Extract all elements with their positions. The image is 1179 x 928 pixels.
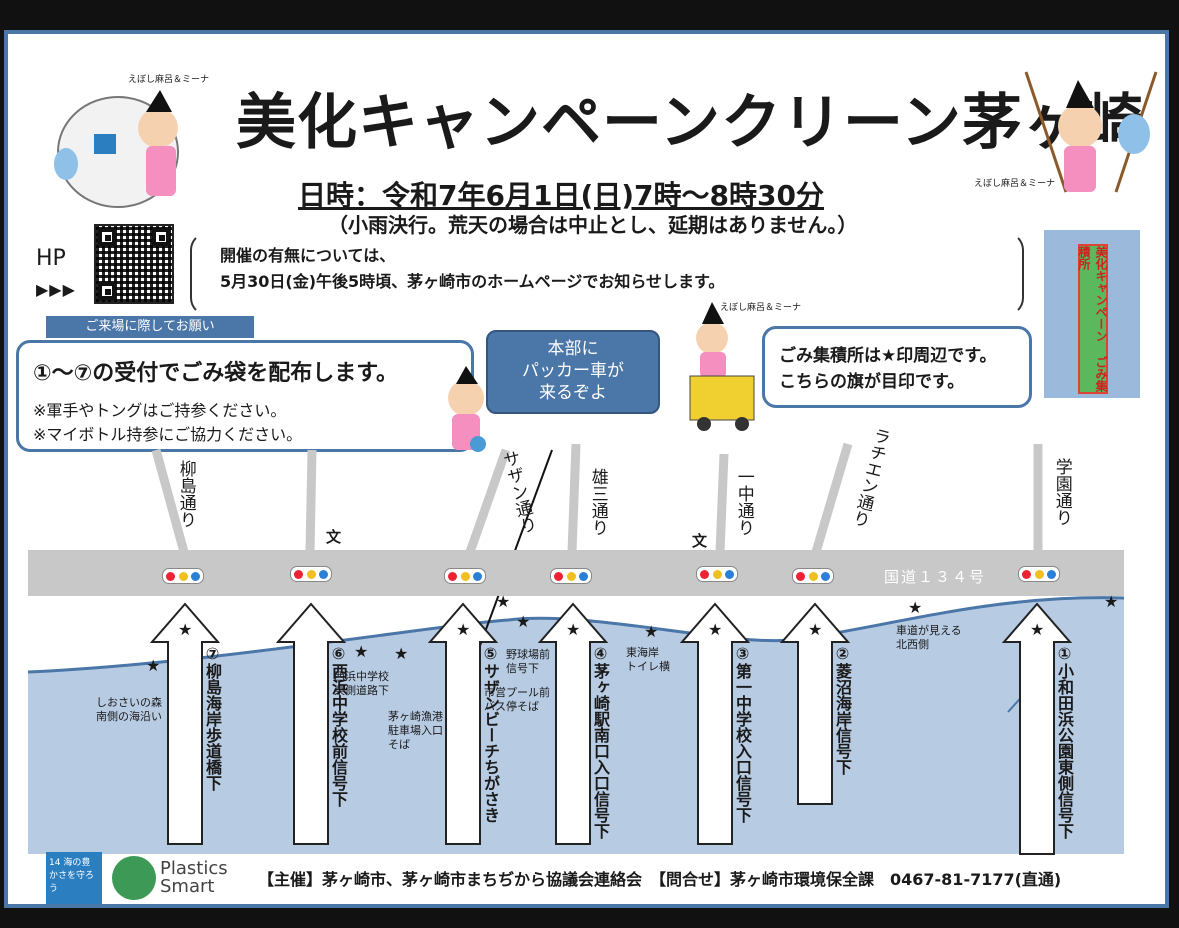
traffic-signal-7: [1018, 566, 1060, 582]
star-icon: ★: [146, 656, 161, 675]
hp-arrows: ▶▶▶: [36, 280, 76, 299]
request-callout: ①～⑦の受付でごみ袋を配布します。 ※軍手やトングはご持参ください。 ※マイボト…: [16, 340, 474, 452]
banner-text: 美化キャンペーン ごみ集積所: [1077, 244, 1108, 394]
marker-toilet: 東海岸トイレ横: [626, 646, 670, 673]
collection-callout: ごみ集積所は★印周辺です。 こちらの旗が目印です。: [762, 326, 1032, 408]
traffic-signal-4: [550, 568, 592, 584]
road-name: 国道１３４号: [884, 568, 987, 586]
school-mark-2: 文: [692, 532, 708, 550]
street-icchu: [715, 453, 729, 553]
character-names-right: えぼし麻呂＆ミーナ: [974, 179, 1056, 189]
character-names-left: えぼし麻呂＆ミーナ: [128, 75, 210, 85]
request-bottle: ※マイボトル持参にご協力ください。: [33, 425, 303, 444]
marker-oasai: しおさいの森南側の海沿い: [96, 696, 162, 723]
mascot-broom-illustration: [1016, 62, 1165, 202]
star-icon: ★: [178, 620, 193, 639]
marker-pool: 市営プール前バス停そば: [484, 686, 550, 713]
street-label-gakuen: 学園通り: [1051, 458, 1072, 526]
notice-line-2: 5月30日(金)午後5時頃、茅ヶ崎市のホームページでお知らせします。: [220, 272, 725, 291]
character-names-truck: えぼし麻呂＆ミーナ: [720, 303, 802, 313]
marker-gyoko: 茅ヶ崎漁港駐車場入口そば: [388, 710, 443, 751]
star-icon: ★: [1030, 620, 1045, 639]
traffic-signal-5: [696, 566, 738, 582]
request-gloves: ※軍手やトングはご持参ください。: [33, 401, 287, 420]
collection-line-1: ごみ集積所は★印周辺です。: [779, 346, 997, 366]
traffic-signal-1: [162, 568, 204, 584]
traffic-signal-3: [444, 568, 486, 584]
star-icon: ★: [516, 612, 531, 631]
star-icon: ★: [394, 644, 409, 663]
coastline: [27, 596, 1125, 674]
star-icon: ★: [644, 622, 659, 641]
banner-photo: 美化キャンペーン ごみ集積所: [1044, 230, 1140, 398]
star-icon: ★: [496, 592, 511, 611]
event-datetime: 日時：令和7年6月1日(日)7時～8時30分: [298, 179, 824, 212]
notice-bracket: [190, 232, 1024, 316]
footer-contact: 【主催】茅ヶ崎市、茅ヶ崎市まちぢから協議会連絡会 【問合せ】茅ヶ崎市環境保全課 …: [258, 870, 1062, 889]
request-main: ①～⑦の受付でごみ袋を配布します。: [33, 361, 399, 386]
star-icon: ★: [566, 620, 581, 639]
star-icon: ★: [1104, 592, 1119, 611]
street-label-yuzo: 雄三通り: [587, 468, 608, 536]
collection-line-2: こちらの旗が目印です。: [779, 372, 965, 392]
marker-nishihama: 西浜中学校東側道路下: [334, 670, 389, 697]
star-icon: ★: [456, 620, 471, 639]
traffic-signal-2: [290, 566, 332, 582]
page-title: 美化キャンペーンクリーン茅ヶ崎: [236, 88, 1145, 158]
sdg-14-icon: 14 海の豊かさを守ろう: [46, 852, 102, 904]
qr-code[interactable]: [94, 224, 174, 304]
marker-yakyu: 野球場前信号下: [506, 648, 550, 675]
street-lachien: [811, 442, 853, 554]
mascot-small-illustration: [438, 364, 498, 464]
street-label-yanagishima: 柳島通り: [175, 460, 196, 528]
street-nishihama: [305, 449, 317, 553]
hp-label: HP: [36, 246, 66, 271]
hq-callout: 本部に パッカー車が 来るぞよ: [486, 330, 660, 414]
star-icon: ★: [908, 598, 923, 617]
star-icon: ★: [708, 620, 723, 639]
street-yanagishima: [151, 448, 189, 554]
star-icon: ★: [808, 620, 823, 639]
truck-illustration: [684, 292, 764, 442]
hq-line-3: 来るぞよ: [539, 383, 607, 403]
mascot-bag-illustration: [48, 72, 198, 222]
star-icon: ★: [354, 642, 369, 661]
rain-note: （小雨決行。荒天の場合は中止とし、延期はありません。）: [328, 213, 858, 237]
street-label-icchu: 一中通り: [733, 468, 754, 536]
request-tab: ご来場に際してお願い: [46, 316, 254, 338]
hq-line-1: 本部に: [547, 339, 599, 359]
marker-kuruma: 車道が見える北西側: [896, 624, 962, 651]
school-mark-1: 文: [326, 528, 342, 546]
poster: えぼし麻呂＆ミーナ 美化キャンペーンクリーン茅ヶ崎 日時：令和7年6月1日(日)…: [4, 30, 1169, 908]
street-yuzo: [567, 443, 581, 553]
plastics-smart-icon: [112, 856, 156, 900]
street-southern: [465, 448, 511, 554]
notice-line-1: 開催の有無については、: [220, 246, 396, 265]
hq-line-2: パッカー車が: [522, 361, 624, 381]
traffic-signal-6: [792, 568, 834, 584]
